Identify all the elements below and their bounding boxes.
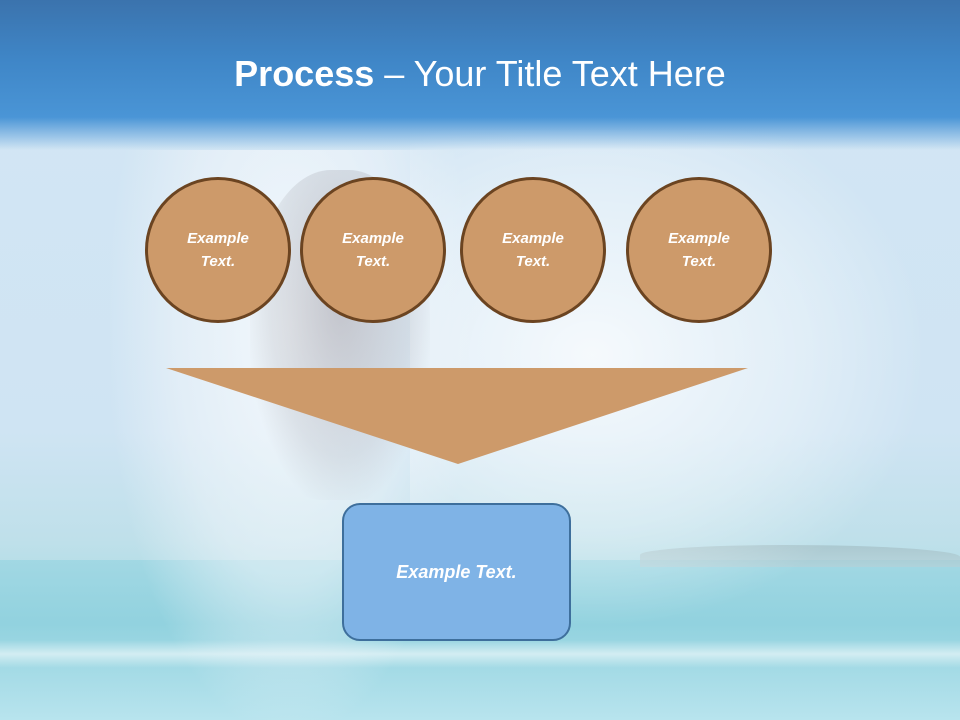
slide-title: Process – Your Title Text Here [0,52,960,96]
result-box: Example Text. [342,503,571,641]
process-circle-1: Example Text. [145,177,291,323]
process-circle-label: Example Text. [187,230,249,270]
title-bold: Process [234,53,375,94]
title-band [0,0,960,150]
process-circle-4: Example Text. [626,177,772,323]
funnel-triangle [166,368,748,464]
process-circle-label: Example Text. [502,230,564,270]
result-label: Example Text. [396,561,517,582]
process-circle-label: Example Text. [342,230,404,270]
funnel-arrow [166,368,748,464]
process-circle-label: Example Text. [668,230,730,270]
process-circle-2: Example Text. [300,177,446,323]
title-rest: – Your Title Text Here [374,53,726,94]
process-circle-3: Example Text. [460,177,606,323]
